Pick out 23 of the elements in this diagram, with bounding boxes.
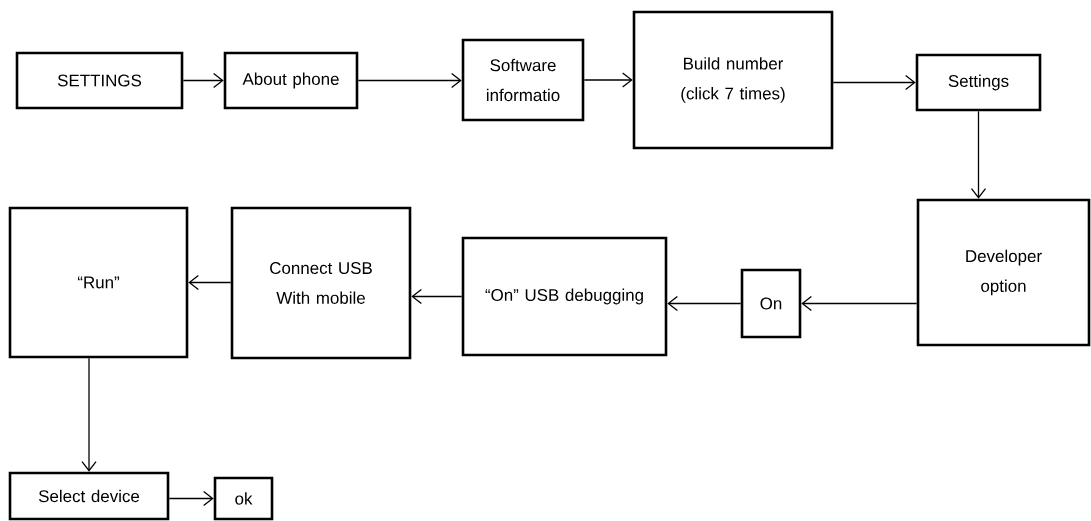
arrow <box>583 72 633 88</box>
arrow <box>168 490 214 507</box>
process-box: About phone <box>223 51 359 110</box>
arrow <box>182 72 224 89</box>
arrow <box>801 295 918 312</box>
process-box: “On” USB debugging <box>461 236 668 357</box>
process-box: ok <box>213 476 274 521</box>
arrow <box>411 288 463 305</box>
arrow <box>832 74 916 91</box>
arrow <box>188 274 232 291</box>
process-box: On <box>740 268 802 339</box>
process-box: Select device <box>8 471 170 521</box>
process-box: SETTINGS <box>15 51 184 110</box>
arrow <box>667 295 742 312</box>
arrow <box>357 72 462 89</box>
process-box: Connect USB With mobile <box>230 206 412 360</box>
arrow <box>81 357 97 472</box>
process-box: Software informatio <box>461 38 585 122</box>
process-box: Build number (click 7 times) <box>632 10 834 150</box>
process-box: Developer option <box>916 198 1091 347</box>
process-box: “Run” <box>8 206 189 359</box>
arrow <box>970 110 987 199</box>
process-box: Settings <box>915 53 1042 112</box>
